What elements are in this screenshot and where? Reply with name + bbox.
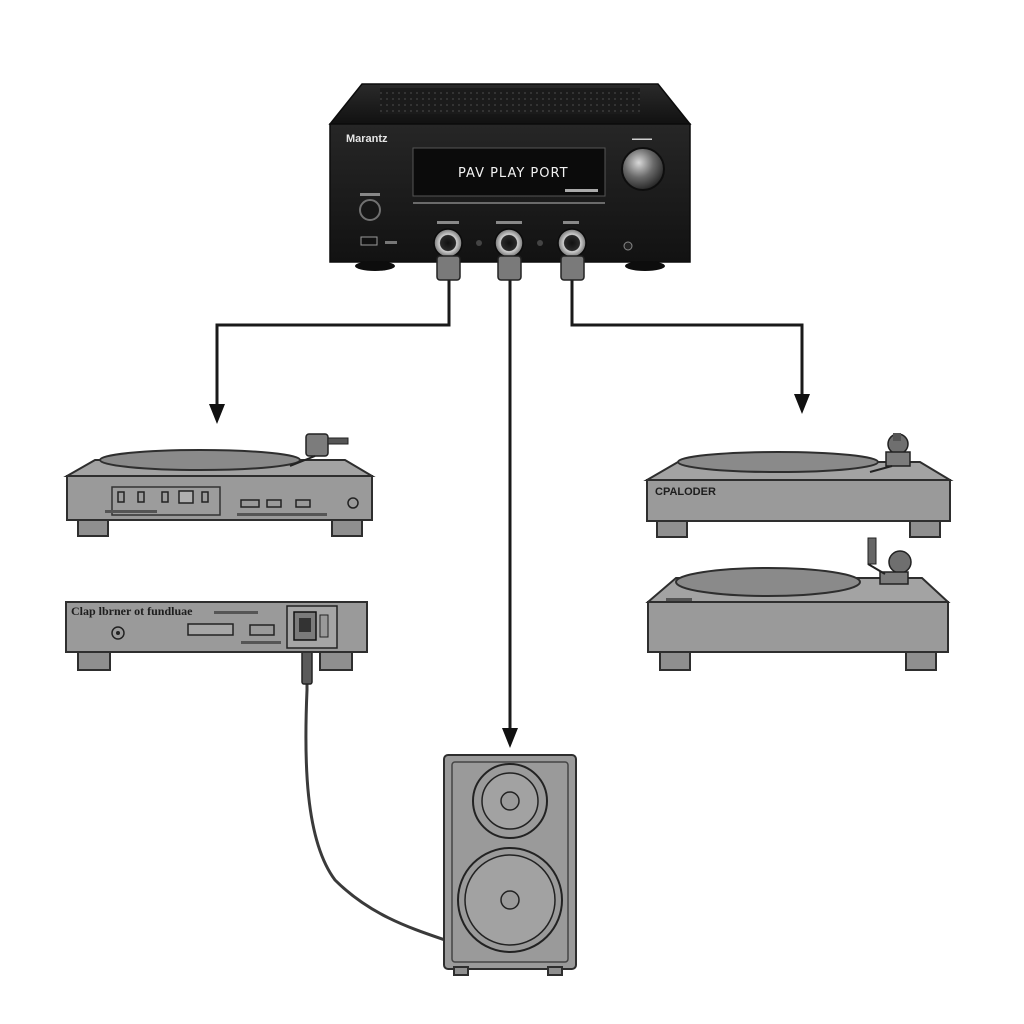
cd-label-small — [214, 611, 258, 614]
power-button-icon[interactable] — [359, 199, 381, 221]
speaker-front-edge — [451, 761, 569, 963]
turntable-foot — [909, 520, 941, 538]
receiver-display-text: PAV PLAY PORT — [458, 166, 569, 181]
turntable-right-bottom — [645, 537, 951, 671]
tonearm-icon — [869, 433, 911, 473]
tonearm-icon — [867, 537, 912, 585]
amplifier-receiver: Marantz ▬▬▬▬ PAV PLAY PORT — [328, 83, 692, 281]
display-sub-label — [565, 189, 598, 192]
panel-label — [666, 598, 692, 601]
cable-cd-to-speaker — [304, 648, 446, 942]
turntable-platter — [677, 451, 879, 473]
rca-jack-icon[interactable] — [433, 228, 463, 258]
connection-wires — [209, 276, 810, 942]
control-button[interactable] — [295, 499, 311, 508]
arrowhead-icon — [794, 394, 810, 414]
input-port-indicator — [319, 614, 329, 638]
jack-label-2 — [496, 221, 522, 224]
control-button[interactable] — [266, 499, 282, 508]
usb-label — [385, 241, 397, 244]
cd-foot — [319, 651, 353, 671]
indicator-led — [476, 240, 482, 246]
arrowhead-icon — [502, 728, 518, 748]
usb-port[interactable] — [360, 236, 378, 246]
jack-label-1 — [437, 221, 459, 224]
tonearm-icon — [289, 433, 349, 467]
input-label — [360, 193, 380, 196]
cd-player-label: Clap lbrner ot fundluae — [71, 604, 193, 618]
panel-label — [237, 513, 327, 516]
speed-knob[interactable] — [347, 497, 359, 509]
arrowhead-icon — [209, 404, 225, 424]
cd-foot — [77, 651, 111, 671]
control-button[interactable] — [240, 499, 260, 508]
turntable-left — [63, 433, 376, 537]
disc-tray-slot[interactable] — [187, 623, 234, 636]
turntable-foot — [659, 651, 691, 671]
turntable-foot — [905, 651, 937, 671]
volume-knob-icon[interactable] — [621, 147, 665, 191]
control-button[interactable] — [161, 491, 169, 503]
receiver-foot — [625, 261, 665, 271]
wire-to-left-turntable — [215, 278, 451, 408]
indicator-led — [537, 240, 543, 246]
turntable-foot — [77, 519, 109, 537]
control-button[interactable] — [201, 491, 209, 503]
speaker-foot — [547, 966, 563, 976]
speaker-tweeter-icon — [472, 763, 548, 839]
rca-jack-icon[interactable] — [494, 228, 524, 258]
receiver-display — [412, 147, 606, 197]
wire-to-right-turntable — [570, 278, 804, 398]
rca-plug — [497, 255, 522, 281]
power-button-icon[interactable] — [111, 626, 125, 640]
control-button[interactable] — [249, 624, 275, 636]
turntable-platter — [675, 567, 861, 597]
cd-player: Clap lbrner ot fundluae — [65, 601, 368, 671]
jack-label-3 — [563, 221, 579, 224]
turntable-foot — [656, 520, 688, 538]
rca-plug — [436, 255, 461, 281]
headphone-jack-icon[interactable] — [623, 241, 633, 251]
control-button[interactable] — [137, 491, 145, 503]
control-button[interactable] — [117, 491, 125, 503]
receiver-vent-grille — [380, 88, 640, 114]
panel-label — [105, 510, 157, 513]
turntable-body — [647, 601, 949, 653]
speaker — [443, 754, 577, 976]
speaker-woofer-icon — [457, 847, 563, 953]
rca-plug — [560, 255, 585, 281]
panel-label — [241, 641, 281, 644]
turntable-body — [646, 479, 951, 522]
receiver-brand-logo: Marantz — [346, 133, 388, 145]
turntable-brand-label: CPALODER — [655, 486, 716, 498]
cable-plug — [301, 647, 313, 685]
receiver-label: ▬▬▬▬ — [632, 136, 652, 142]
receiver-foot — [355, 261, 395, 271]
rca-jack-icon[interactable] — [557, 228, 587, 258]
turntable-platter — [99, 449, 301, 471]
turntable-foot — [331, 519, 363, 537]
turntable-right-top: CPALODER — [643, 433, 954, 538]
control-display — [178, 490, 194, 504]
speaker-foot — [453, 966, 469, 976]
